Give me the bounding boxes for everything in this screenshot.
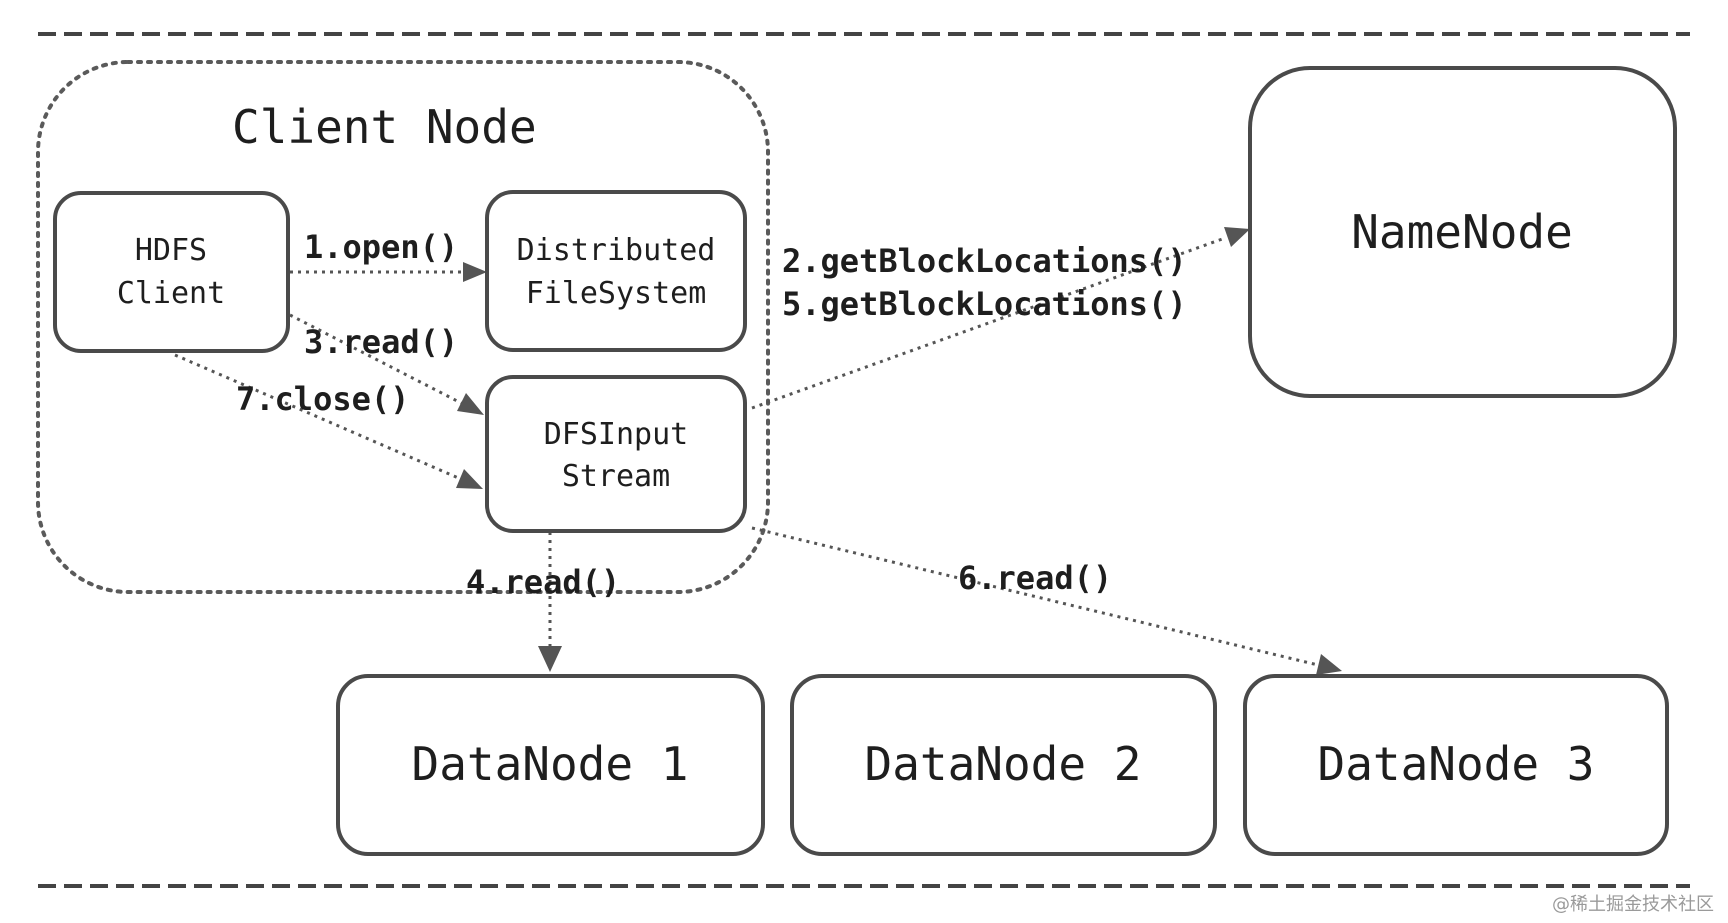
- edge-label-get-block-locations-5: 5.getBlockLocations(): [782, 285, 1187, 323]
- datanode-3-box: [1243, 674, 1669, 856]
- distributed-filesystem-label-line2: FileSystem: [526, 276, 707, 311]
- namenode-label: NameNode: [1351, 205, 1573, 259]
- edge-label-close: 7.close(): [236, 380, 409, 418]
- node-hdfs-client[interactable]: HDFS Client: [53, 191, 290, 353]
- edges: [174, 227, 1342, 675]
- node-datanode-3[interactable]: DataNode 3: [1243, 674, 1669, 856]
- hdfs-client-box: [53, 191, 290, 353]
- arrowhead-read-6: [1316, 654, 1342, 675]
- node-dfs-input-stream[interactable]: DFSInput Stream: [485, 375, 747, 533]
- edge-read-6: [751, 526, 1319, 667]
- arrowhead-read-3: [457, 393, 484, 415]
- arrowhead-close: [456, 469, 483, 489]
- hdfs-client-label-line1: HDFS: [135, 233, 207, 268]
- datanode-3-label: DataNode 3: [1318, 737, 1595, 791]
- dfs-input-stream-box: [485, 375, 747, 533]
- client-node-title: Client Node: [232, 100, 537, 154]
- dfs-input-stream-label-line1: DFSInput: [544, 417, 689, 452]
- node-distributed-filesystem[interactable]: Distributed FileSystem: [485, 190, 747, 352]
- datanode-1-label: DataNode 1: [412, 737, 689, 791]
- edge-label-open: 1.open(): [304, 228, 458, 266]
- edge-get-block-locations: [751, 236, 1226, 410]
- namenode-box: [1248, 66, 1677, 398]
- edge-label-read-6: 6.read(): [958, 559, 1112, 597]
- client-node-group: [36, 60, 770, 594]
- dfs-input-stream-label-line2: Stream: [562, 459, 670, 494]
- datanode-2-label: DataNode 2: [865, 737, 1142, 791]
- edge-label-read-4: 4.read(): [466, 563, 620, 601]
- edge-label-read-3: 3.read(): [304, 323, 458, 361]
- hdfs-client-label-line2: Client: [117, 276, 225, 311]
- distributed-filesystem-label-line1: Distributed: [517, 233, 716, 268]
- datanode-1-box: [336, 674, 765, 856]
- distributed-filesystem-box: [485, 190, 747, 352]
- arrowhead-read-4: [538, 646, 562, 672]
- edge-label-get-block-locations-2: 2.getBlockLocations(): [782, 242, 1187, 280]
- arrowhead-open: [463, 262, 487, 282]
- arrowhead-get-block-locations: [1224, 227, 1250, 247]
- edge-read-3: [289, 313, 466, 407]
- node-datanode-2[interactable]: DataNode 2: [790, 674, 1217, 856]
- node-datanode-1[interactable]: DataNode 1: [336, 674, 765, 856]
- watermark-text: @稀土掘金技术社区: [1552, 894, 1714, 915]
- datanode-2-box: [790, 674, 1217, 856]
- node-namenode[interactable]: NameNode: [1248, 66, 1677, 398]
